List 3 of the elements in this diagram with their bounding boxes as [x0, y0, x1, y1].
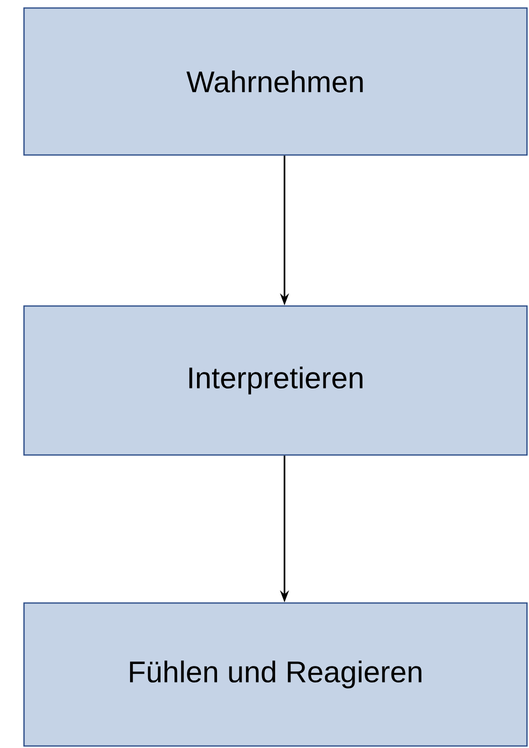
process-box: Interpretieren [23, 305, 528, 456]
process-box: Wahrnehmen [23, 7, 528, 156]
process-box: Fühlen und Reagieren [23, 602, 528, 747]
